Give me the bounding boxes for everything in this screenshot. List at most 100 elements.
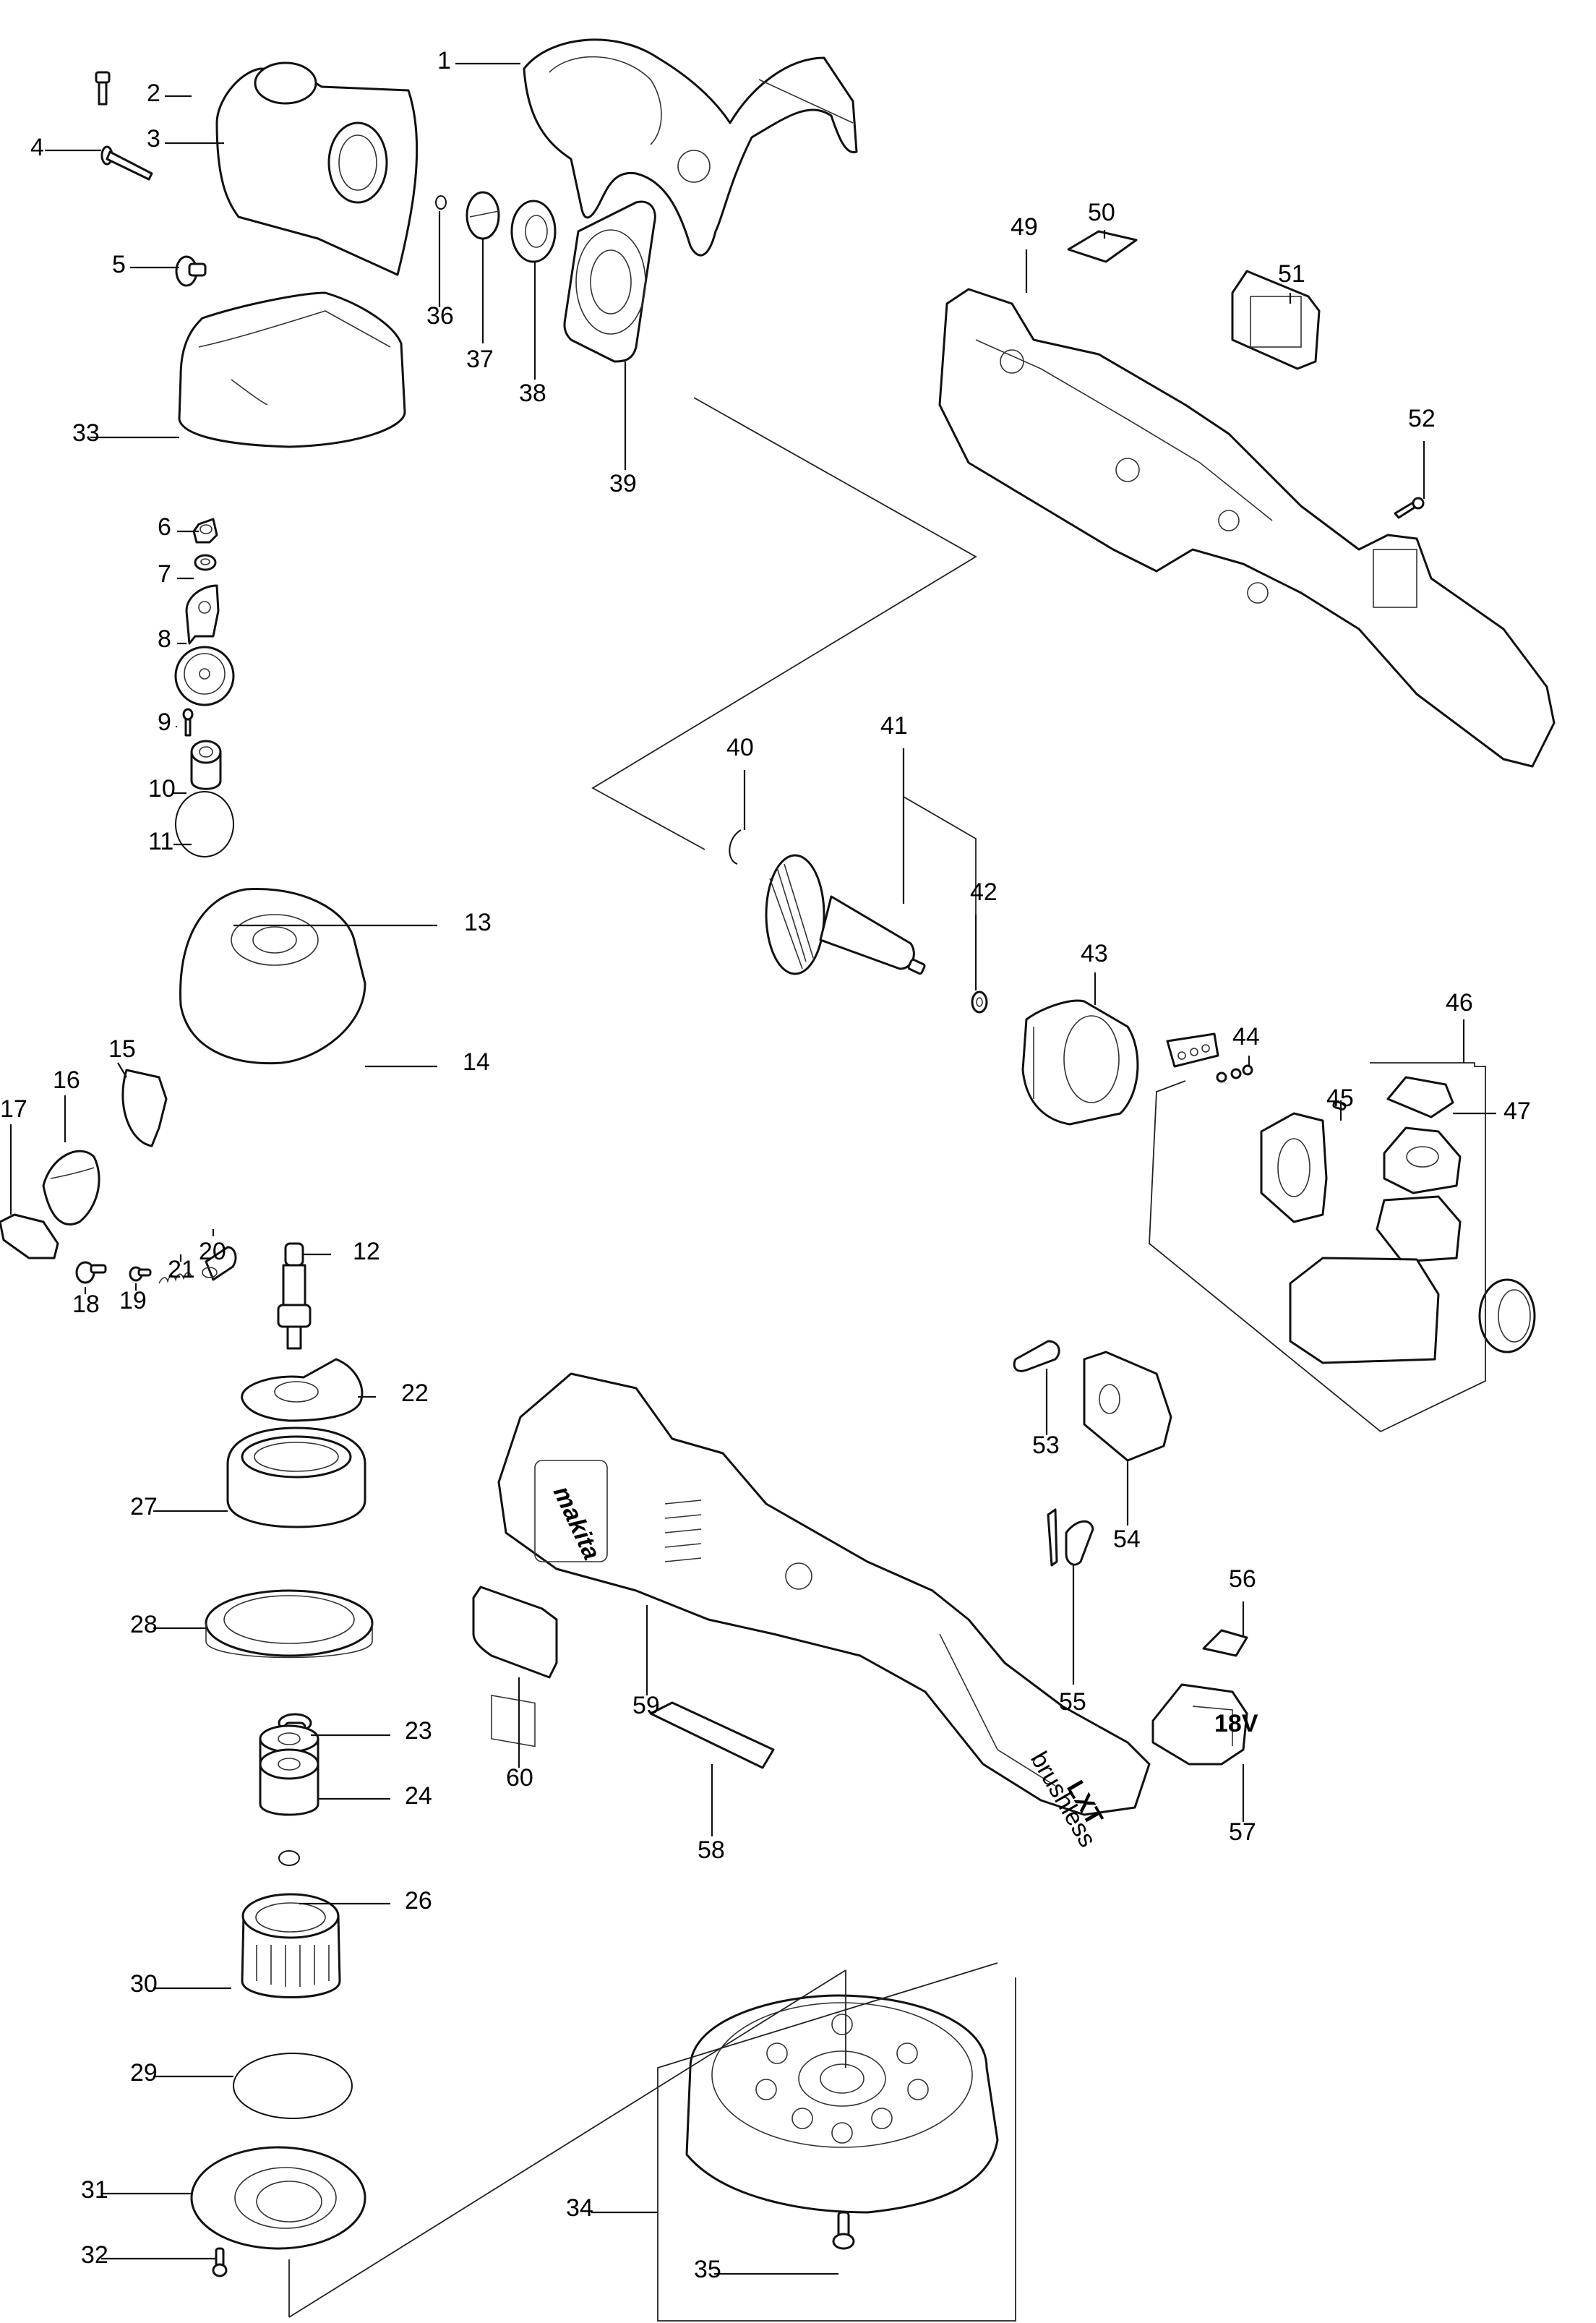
callout-39: 39 — [609, 362, 637, 497]
part-34-drawing — [685, 1994, 999, 2214]
part-1-drawing — [523, 38, 858, 257]
callout-27: 27 — [130, 1493, 228, 1520]
part-5-drawing — [175, 255, 207, 287]
callout-37: 37 — [466, 239, 494, 373]
callout-26: 26 — [299, 1887, 432, 1915]
part-number-label: 58 — [698, 1836, 725, 1864]
part-number-label: 29 — [130, 2059, 158, 2087]
part-40-drawing — [729, 829, 742, 865]
callout-14: 14 — [365, 1048, 490, 1076]
part-number-label: 3 — [147, 125, 160, 153]
callout-41: 41 — [880, 712, 908, 904]
callout-56: 56 — [1229, 1565, 1256, 1635]
part-26-drawing — [278, 1850, 300, 1866]
part-60-drawing — [472, 1586, 558, 1747]
part-drawings: makita brushless LXT 18V — [0, 38, 1556, 2277]
part-16-drawing — [42, 1150, 100, 1225]
callout-4: 4 — [30, 134, 101, 161]
18v-mark: 18V — [1214, 1710, 1258, 1737]
part-number-label: 27 — [130, 1493, 158, 1520]
callout-13: 13 — [233, 909, 492, 936]
part-number-label: 57 — [1229, 1818, 1256, 1846]
callout-29: 29 — [130, 2059, 233, 2087]
callout-22: 22 — [358, 1379, 429, 1407]
part-13-drawing — [175, 791, 234, 857]
callout-52: 52 — [1408, 405, 1436, 499]
part-27-drawing — [226, 1426, 366, 1528]
callout-32: 32 — [81, 2241, 215, 2269]
part-number-label: 23 — [405, 1717, 432, 1745]
callout-36: 36 — [426, 211, 454, 330]
callout-24: 24 — [318, 1782, 432, 1810]
part-number-label: 51 — [1278, 260, 1305, 288]
callout-53: 53 — [1032, 1369, 1060, 1459]
callout-34: 34 — [566, 2194, 658, 2222]
part-10-drawing — [182, 708, 194, 737]
part-number-label: 45 — [1326, 1085, 1354, 1112]
part-42-drawing — [971, 991, 988, 1014]
part-number-label: 41 — [880, 712, 908, 740]
part-number-label: 31 — [81, 2176, 108, 2204]
callout-10: 10 — [148, 775, 186, 803]
callout-16: 16 — [53, 1066, 80, 1142]
callout-18: 18 — [72, 1287, 100, 1318]
part-number-label: 1 — [437, 47, 451, 74]
part-21-drawing — [158, 1272, 192, 1284]
callout-28: 28 — [130, 1611, 206, 1638]
part-46-drawing — [1260, 1112, 1536, 1364]
part-14-drawing — [179, 888, 366, 1065]
part-number-label: 16 — [53, 1066, 80, 1094]
callout-38: 38 — [519, 262, 546, 407]
part-number-label: 40 — [726, 734, 754, 761]
part-number-label: 53 — [1032, 1432, 1060, 1459]
part-52-drawing — [1394, 497, 1425, 519]
part-38-drawing — [510, 200, 557, 263]
part-12-drawing — [277, 1242, 312, 1350]
callout-55: 55 — [1059, 1565, 1086, 1716]
part-number-label: 34 — [566, 2194, 593, 2222]
callout-35: 35 — [694, 2256, 838, 2283]
part-36-drawing — [435, 195, 447, 210]
part-number-label: 33 — [72, 419, 100, 447]
callout-9: 9 — [158, 709, 177, 736]
part-number-label: 59 — [632, 1692, 660, 1719]
part-number-label: 47 — [1503, 1098, 1531, 1125]
callout-1: 1 — [437, 47, 520, 74]
part-35-drawing — [832, 2211, 855, 2250]
part-43-drawing — [1021, 999, 1139, 1126]
part-number-label: 5 — [112, 251, 126, 278]
callout-5: 5 — [112, 251, 179, 278]
part-number-label: 4 — [30, 134, 44, 161]
part-number-label: 28 — [130, 1611, 158, 1638]
callout-20: 20 — [199, 1229, 226, 1265]
callout-45: 45 — [1326, 1085, 1354, 1121]
part-2-drawing — [95, 71, 111, 106]
part-number-label: 10 — [148, 775, 176, 803]
leader-line-15 — [117, 1062, 127, 1078]
part-28-drawing — [205, 1589, 374, 1659]
callout-47: 47 — [1453, 1098, 1531, 1125]
callout-23: 23 — [311, 1717, 432, 1745]
callout-42: 42 — [970, 878, 998, 991]
part-59-drawing: makita brushless LXT — [497, 1372, 1151, 1852]
part-number-label: 26 — [405, 1887, 432, 1915]
part-number-label: 43 — [1081, 940, 1108, 967]
callout-43: 43 — [1081, 940, 1108, 1005]
vent-slots — [664, 1500, 702, 1562]
part-number-label: 8 — [158, 625, 171, 653]
callout-12: 12 — [304, 1238, 380, 1265]
part-50-drawing — [1067, 230, 1138, 263]
callout-19: 19 — [119, 1283, 147, 1314]
callout-40: 40 — [726, 734, 754, 830]
part-3-drawing — [215, 61, 419, 276]
part-number-label: 49 — [1011, 213, 1038, 241]
part-number-label: 6 — [158, 513, 171, 541]
part-49-drawing — [938, 288, 1556, 768]
callout-6: 6 — [158, 513, 199, 541]
callout-44: 44 — [1232, 1023, 1260, 1066]
part-number-label: 46 — [1446, 989, 1473, 1017]
callout-33: 33 — [72, 419, 179, 447]
part-15-drawing — [121, 1069, 168, 1147]
part-number-label: 21 — [168, 1256, 195, 1283]
